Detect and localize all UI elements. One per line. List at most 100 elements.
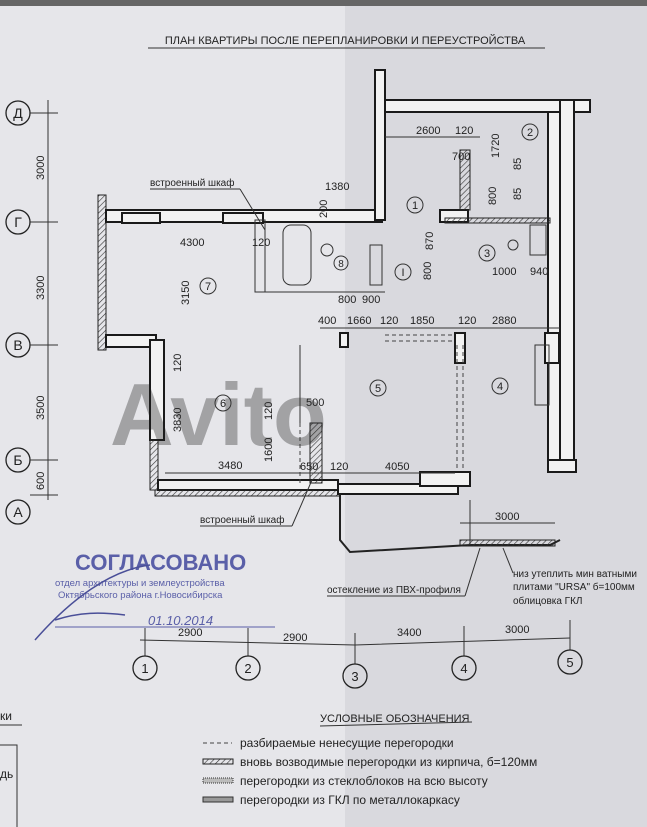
axis-marker-4: 4 <box>451 626 477 681</box>
svg-text:800: 800 <box>338 294 356 306</box>
stamp-heading: СОГЛАСОВАНО <box>75 550 246 575</box>
svg-text:1660: 1660 <box>347 315 371 327</box>
svg-text:1600: 1600 <box>263 438 275 462</box>
svg-text:120: 120 <box>252 237 270 249</box>
row-dim: 3300 <box>35 276 47 300</box>
svg-text:4300: 4300 <box>180 237 204 249</box>
col-dim: 2900 <box>178 627 202 639</box>
plan-notes: встроенный шкаф встроенный шкаф остеклен… <box>150 177 637 607</box>
svg-text:3: 3 <box>351 669 358 684</box>
svg-text:120: 120 <box>330 461 348 473</box>
closet-note: встроенный шкаф <box>200 514 284 526</box>
row-axes: Д Г В Б А 3000 3300 3500 600 <box>5 100 58 525</box>
svg-text:400: 400 <box>318 315 336 327</box>
svg-text:I: I <box>401 267 404 279</box>
svg-text:1: 1 <box>412 200 418 212</box>
legend-item-gkl: перегородки из ГКЛ по металлокаркасу <box>202 793 460 807</box>
axis-marker-3: 3 <box>342 633 368 689</box>
insulation-note: плитами "URSA" б=100мм <box>513 581 635 593</box>
svg-text:перегородки из стеклоблоков на: перегородки из стеклоблоков на всю высот… <box>240 774 488 788</box>
signature <box>34 564 151 641</box>
stamp-date: 01.10.2014 <box>148 613 213 628</box>
room-markers: 1 2 3 4 5 6 7 8 I <box>199 123 539 412</box>
svg-text:А: А <box>13 504 23 520</box>
svg-text:дь: дь <box>0 767 13 781</box>
svg-text:2600: 2600 <box>416 125 440 137</box>
svg-text:Г: Г <box>14 214 22 230</box>
legend-item-glass-block: перегородки из стеклоблоков на всю высот… <box>202 774 488 788</box>
svg-text:2880: 2880 <box>492 315 516 327</box>
axis-marker-A: А <box>5 494 58 525</box>
svg-text:Б: Б <box>13 452 22 468</box>
svg-text:1: 1 <box>141 661 148 676</box>
svg-text:ки: ки <box>0 709 12 723</box>
svg-text:120: 120 <box>263 402 275 420</box>
legend-item-dashed: разбираемые ненесущие перегородки <box>203 736 454 750</box>
row-dim: 3500 <box>35 396 47 420</box>
watermark: Avito <box>110 365 327 464</box>
dimension-labels: 1380 200 4300 120 3150 800 900 400 1660 … <box>165 125 560 524</box>
legend-item-brick: вновь возводимые перегородки из кирпича,… <box>202 755 537 769</box>
svg-text:120: 120 <box>380 315 398 327</box>
svg-text:3000: 3000 <box>495 511 519 523</box>
stamp-line: Октябрьского района г.Новосибирска <box>58 590 223 601</box>
room-2: 2 <box>521 123 539 141</box>
svg-text:вновь возводимые перегородки и: вновь возводимые перегородки из кирпича,… <box>240 755 537 769</box>
room-5: 5 <box>369 379 387 397</box>
svg-text:В: В <box>13 337 22 353</box>
row-dim: 3000 <box>35 156 47 180</box>
svg-text:3150: 3150 <box>180 281 192 305</box>
svg-text:85: 85 <box>512 188 524 200</box>
svg-text:8: 8 <box>338 259 344 270</box>
svg-text:870: 870 <box>424 232 436 250</box>
room-3: 3 <box>478 244 496 262</box>
legend: УСЛОВНЫЕ ОБОЗНАЧЕНИЯ разбираемые ненесущ… <box>202 713 537 807</box>
col-dim: 3000 <box>505 624 529 636</box>
column-axes: 2900 2900 3400 3000 1 2 3 4 5 <box>132 620 583 689</box>
room-8: 8 <box>333 255 349 271</box>
svg-text:Д: Д <box>13 105 23 121</box>
svg-text:1850: 1850 <box>410 315 434 327</box>
legend-title: УСЛОВНЫЕ ОБОЗНАЧЕНИЯ <box>320 713 470 725</box>
svg-text:800: 800 <box>422 262 434 280</box>
svg-text:800: 800 <box>487 187 499 205</box>
room-I: I <box>394 263 412 281</box>
svg-text:3: 3 <box>484 248 490 260</box>
col-dim: 2900 <box>283 632 307 644</box>
plan-title: ПЛАН КВАРТИРЫ ПОСЛЕ ПЕРЕПЛАНИРОВКИ И ПЕР… <box>165 34 526 47</box>
row-dim: 600 <box>35 472 47 490</box>
svg-text:200: 200 <box>318 200 330 218</box>
svg-text:900: 900 <box>362 294 380 306</box>
walls <box>97 69 591 554</box>
glazing-note: остекление из ПВХ-профиля <box>327 584 461 596</box>
svg-text:650: 650 <box>300 461 318 473</box>
svg-text:2: 2 <box>244 661 251 676</box>
svg-text:5: 5 <box>375 383 381 395</box>
svg-text:1000: 1000 <box>492 266 516 278</box>
svg-text:4050: 4050 <box>385 461 409 473</box>
insulation-note: облицовка ГКЛ <box>513 595 583 607</box>
closet-note: встроенный шкаф <box>150 177 234 189</box>
svg-text:120: 120 <box>455 125 473 137</box>
axis-marker-B: Б <box>5 447 58 473</box>
svg-text:7: 7 <box>205 281 211 293</box>
svg-text:940: 940 <box>530 266 548 278</box>
svg-text:перегородки из ГКЛ по металлок: перегородки из ГКЛ по металлокаркасу <box>240 793 460 807</box>
svg-text:3830: 3830 <box>172 408 184 432</box>
svg-text:1720: 1720 <box>490 134 502 158</box>
left-table-fragment: ки дь <box>0 709 22 827</box>
axis-marker-G: Г <box>5 209 58 235</box>
svg-text:85: 85 <box>512 158 524 170</box>
room-1: 1 <box>406 196 424 214</box>
approval-stamp: СОГЛАСОВАНО отдел архитектуры и землеуст… <box>34 550 275 641</box>
col-dim: 3400 <box>397 627 421 639</box>
svg-text:700: 700 <box>452 151 470 163</box>
room-4: 4 <box>491 377 509 395</box>
svg-text:1380: 1380 <box>325 181 349 193</box>
svg-text:4: 4 <box>460 661 467 676</box>
svg-text:5: 5 <box>566 655 573 670</box>
axis-marker-1: 1 <box>132 628 158 681</box>
svg-text:3480: 3480 <box>218 460 242 472</box>
svg-text:4: 4 <box>497 381 503 393</box>
